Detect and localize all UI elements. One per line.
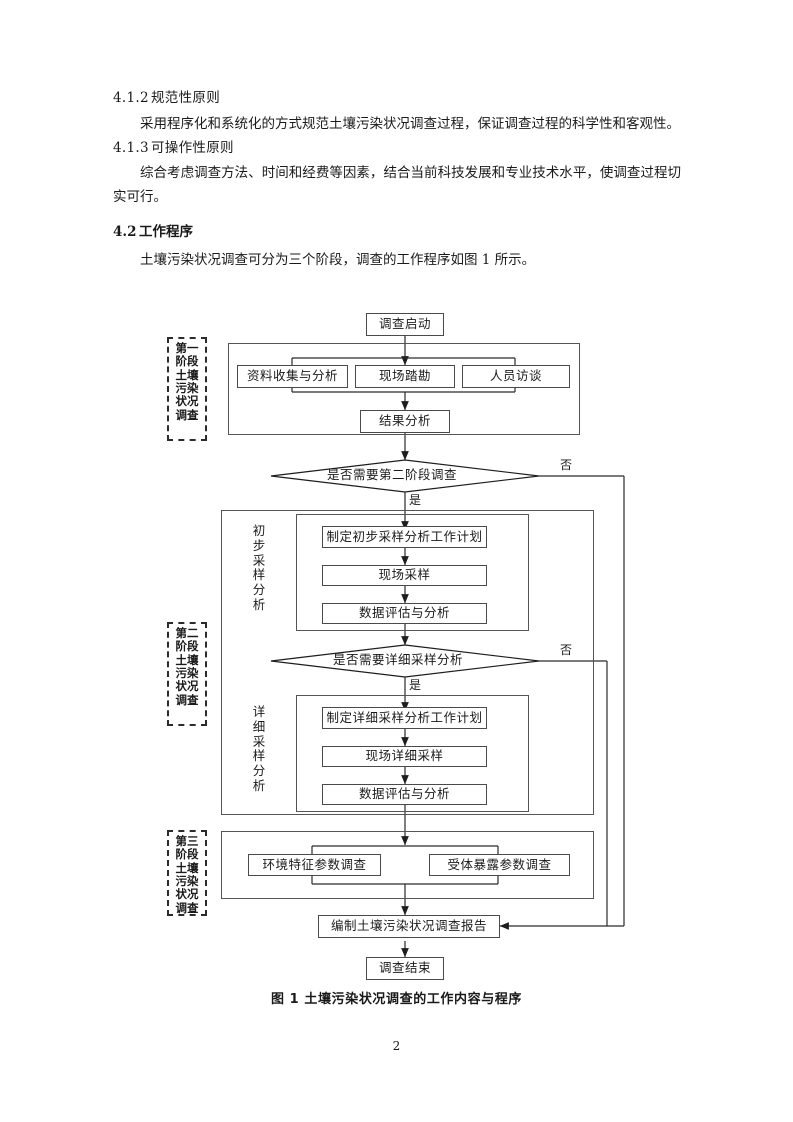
node-detailed-data-evaluation[interactable]: 数据评估与分析 xyxy=(322,784,487,805)
decision1-yes-label: 是 xyxy=(409,493,422,507)
decision-need-stage2-label: 是否需要第二阶段调查 xyxy=(327,467,458,482)
node-result-analysis[interactable]: 结果分析 xyxy=(360,410,450,433)
node-data-collection[interactable]: 资料收集与分析 xyxy=(237,365,348,388)
decision1-no-label: 否 xyxy=(560,458,573,472)
node-detailed-plan[interactable]: 制定详细采样分析工作计划 xyxy=(322,707,487,729)
decision2-yes-label: 是 xyxy=(409,678,422,692)
stage2-group-box xyxy=(221,510,594,815)
stage-tag-3: 第三阶段土壤污染状况调查 xyxy=(167,830,207,916)
section-title-412: 规范性原则 xyxy=(151,90,220,106)
section-body-412: 采用程序化和系统化的方式规范土壤污染状况调查过程，保证调查过程的科学性和客观性。 xyxy=(140,115,680,132)
section-title-42: 工作程序 xyxy=(139,224,193,241)
node-detailed-field-sampling[interactable]: 现场详细采样 xyxy=(322,746,487,767)
section-body-413: 综合考虑调查方法、时间和经费等因素，结合当前科技发展和专业技术水平，使调查过程切… xyxy=(113,165,681,206)
stage-tag-2: 第二阶段土壤污染状况调查 xyxy=(167,622,207,726)
preliminary-sampling-group xyxy=(296,514,529,631)
node-preliminary-plan[interactable]: 制定初步采样分析工作计划 xyxy=(322,526,487,548)
stage3-group-box xyxy=(221,831,594,899)
preliminary-sampling-label: 初步采样分析 xyxy=(252,523,266,612)
decision2-no-label: 否 xyxy=(560,643,573,657)
node-site-reconnaissance[interactable]: 现场踏勘 xyxy=(355,365,455,388)
node-personnel-interview[interactable]: 人员访谈 xyxy=(462,365,570,388)
figure-caption: 图 1 土壤污染状况调查的工作内容与程序 xyxy=(270,992,523,1007)
stage1-group-box xyxy=(228,343,580,435)
node-investigation-report[interactable]: 编制土壤污染状况调查报告 xyxy=(318,915,500,938)
page-number: 2 xyxy=(392,1039,401,1053)
node-end[interactable]: 调查结束 xyxy=(366,957,444,980)
decision-need-detailed-label: 是否需要详细采样分析 xyxy=(333,652,464,667)
node-preliminary-data-evaluation[interactable]: 数据评估与分析 xyxy=(322,603,487,624)
node-environment-parameters[interactable]: 环境特征参数调查 xyxy=(248,854,381,876)
node-field-sampling[interactable]: 现场采样 xyxy=(322,565,487,586)
section-number-412: 4.1.2 xyxy=(113,90,149,106)
node-receptor-exposure-parameters[interactable]: 受体暴露参数调查 xyxy=(429,854,570,876)
section-number-42: 4.2 xyxy=(113,224,137,241)
node-start[interactable]: 调查启动 xyxy=(366,313,444,336)
section-number-413: 4.1.3 xyxy=(113,139,149,156)
detailed-sampling-group xyxy=(296,695,529,812)
stage-tag-1: 第一阶段土壤污染状况调查 xyxy=(167,337,207,441)
section-title-413: 可操作性原则 xyxy=(151,139,234,156)
section-body-42: 土壤污染状况调查可分为三个阶段，调查的工作程序如图 1 所示。 xyxy=(140,251,536,268)
detailed-sampling-label: 详细采样分析 xyxy=(252,704,266,793)
